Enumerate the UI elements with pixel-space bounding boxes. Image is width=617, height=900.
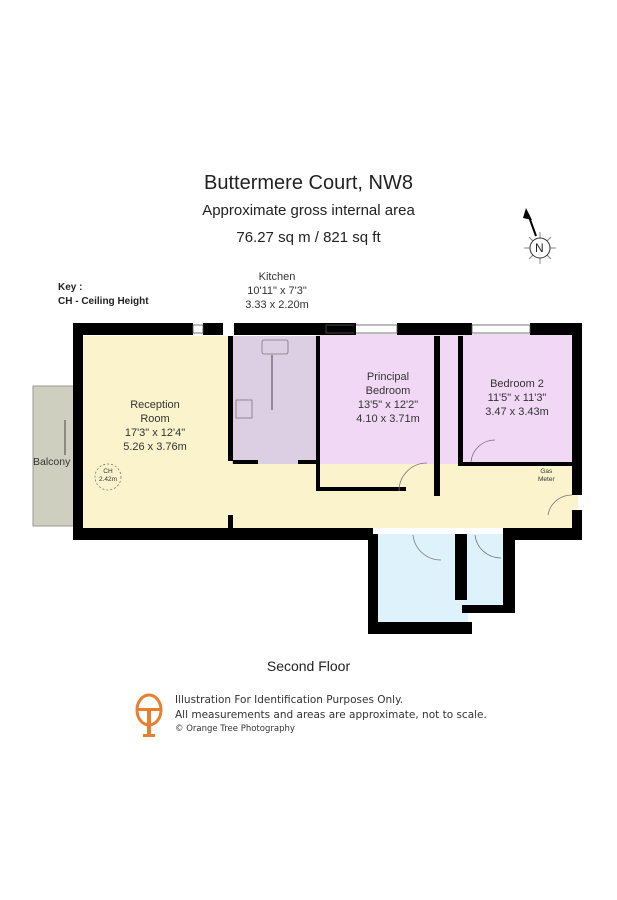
reception-name-1: Reception [130, 399, 180, 411]
bedroom2-metric: 3.47 x 3.43m [485, 406, 549, 418]
ch-label: CH [103, 468, 113, 475]
north-compass-icon: N [512, 206, 568, 268]
room-kitchen: Kitchen 10'11" x 7'3" 3.33 x 2.20m [222, 270, 332, 312]
kitchen-name: Kitchen [258, 271, 296, 283]
compass-north-label: N [535, 241, 544, 255]
reception-name-2: Room [140, 413, 170, 425]
bathroom-floor [378, 534, 468, 622]
gas-meter-line2: Meter [538, 476, 555, 483]
shower-room-floor [466, 534, 504, 606]
gas-meter-line1: Gas [540, 468, 553, 475]
bedroom2-name: Bedroom 2 [490, 378, 544, 390]
room-reception: Reception Room 17'3" x 12'4" 5.26 x 3.76… [100, 398, 210, 454]
kitchen-imperial: 10'11" x 7'3" [247, 285, 307, 297]
copyright: © Orange Tree Photography [175, 724, 295, 734]
ceiling-height-marker: CH 2.42m [95, 468, 121, 484]
property-title: Buttermere Court, NW8 [204, 172, 413, 194]
area-subtitle: Approximate gross internal area [202, 202, 415, 219]
bedroom2-imperial: 11'5" x 11'3" [487, 392, 547, 404]
key-entry: CH - Ceiling Height [58, 296, 149, 307]
area-value: 76.27 sq m / 821 sq ft [236, 229, 381, 246]
kitchen-metric: 3.33 x 2.20m [245, 299, 309, 311]
disclaimer-line1: Illustration For Identification Purposes… [175, 694, 404, 706]
principal-metric: 4.10 x 3.71m [356, 413, 420, 425]
key-title: Key : [58, 282, 83, 293]
kitchen-floor [232, 336, 318, 466]
floor-label: Second Floor [266, 658, 351, 674]
walls [73, 323, 582, 634]
balcony-label: Balcony [33, 456, 71, 468]
ch-value: 2.42m [98, 476, 118, 483]
reception-floor [82, 336, 234, 528]
reception-imperial: 17'3" x 12'4" [124, 427, 186, 439]
windows [192, 323, 531, 335]
reception-metric: 5.26 x 3.76m [123, 441, 187, 453]
doors [94, 339, 573, 561]
principal-imperial: 13'5" x 12'2" [357, 399, 419, 411]
hallway-floor [232, 464, 578, 528]
gas-meter-label: Gas Meter [538, 468, 555, 484]
orange-tree-logo-icon [134, 692, 164, 738]
principal-name-1: Principal [366, 371, 410, 383]
room-principal-bedroom: Principal Bedroom 13'5" x 12'2" 4.10 x 3… [333, 370, 443, 426]
balcony-floor [32, 385, 76, 527]
disclaimer-line2: All measurements and areas are approxima… [175, 709, 487, 721]
principal-name-2: Bedroom [365, 385, 411, 397]
room-bedroom-2: Bedroom 2 11'5" x 11'3" 3.47 x 3.43m [462, 377, 572, 419]
